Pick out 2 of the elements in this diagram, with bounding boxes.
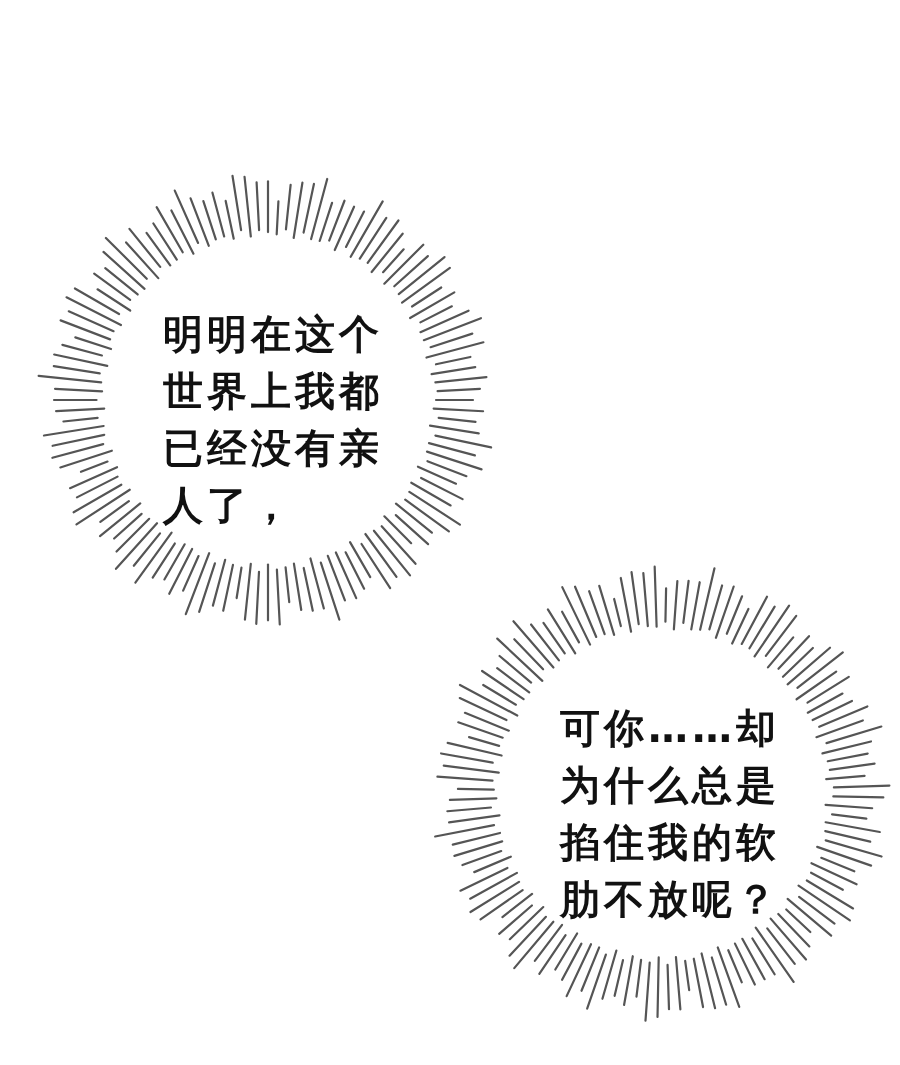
speech-text: 可你……却为什么总是掐住我的软肋不放呢？ — [560, 704, 781, 924]
speech-text: 明明在这个世界上我都已经没有亲人了， — [163, 310, 384, 530]
